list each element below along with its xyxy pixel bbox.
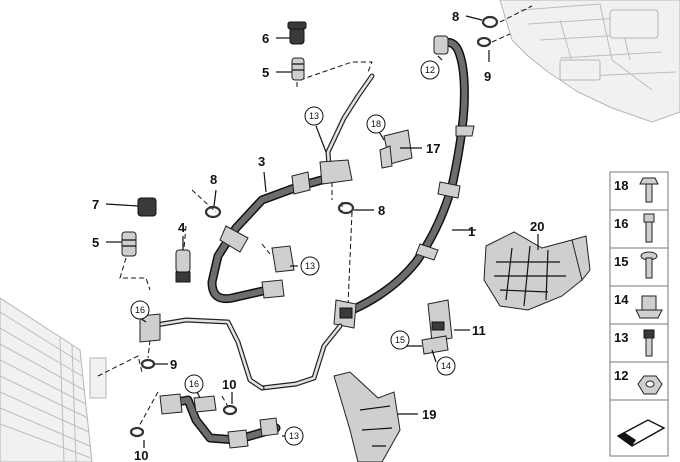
- callout-10-bottom: 10: [134, 448, 148, 462]
- torx-bolt-icon: [640, 251, 658, 279]
- part-5-service-valve-left: [121, 231, 137, 257]
- part-10-seal-rings: [129, 404, 238, 438]
- flange-bolt-icon: [639, 177, 659, 203]
- circled-callouts: 12 13 13 13 14 15 16 16 18: [130, 60, 456, 446]
- callout-19: 19: [422, 407, 436, 422]
- callout-18: 18: [371, 119, 381, 129]
- diagram-reference-arrow-icon: [616, 419, 666, 447]
- callout-14: 14: [441, 361, 451, 371]
- lower-pipes: [139, 313, 281, 449]
- callout-13-bottom: 13: [289, 431, 299, 441]
- hex-nut-icon: [637, 375, 663, 395]
- callout-13-top: 13: [309, 111, 319, 121]
- part-20-heat-shield: [483, 231, 591, 311]
- fastener-legend: 18 16 15 14 13 12: [609, 171, 669, 457]
- legend-label-13: 13: [614, 330, 628, 345]
- condenser-ghost: [0, 297, 107, 462]
- part-19-heat-shield: [333, 371, 401, 462]
- screw-icon: [643, 329, 655, 357]
- part-11-bracket: [421, 299, 453, 355]
- callout-5-left: 5: [92, 235, 99, 250]
- part-17-bracket: [379, 129, 413, 169]
- callout-4: 4: [178, 220, 186, 235]
- legend-label-14: 14: [614, 292, 629, 307]
- callout-7: 7: [92, 197, 99, 212]
- part-4-pressure-sensor: [175, 249, 191, 283]
- callout-9-left: 9: [170, 357, 177, 372]
- part-5-service-valve-top: [291, 57, 305, 81]
- hex-bolt-icon: [643, 213, 655, 243]
- part-3-suction-hose: [207, 73, 375, 304]
- callout-8-top: 8: [452, 9, 459, 24]
- clip-nut-icon: [635, 295, 663, 319]
- callout-10-mid: 10: [222, 377, 236, 392]
- callout-16-left: 16: [135, 305, 145, 315]
- callout-1: 1: [468, 224, 475, 239]
- callout-15: 15: [395, 335, 405, 345]
- part-6-valve-cap: [287, 21, 307, 45]
- part-8-seal-rings: [204, 15, 499, 219]
- hvac-housing-ghost: [499, 0, 680, 123]
- callout-16-bottom: 16: [189, 379, 199, 389]
- legend-label-12: 12: [614, 368, 628, 383]
- part-1-pressure-hose: [259, 35, 475, 391]
- callout-12: 12: [425, 65, 435, 75]
- legend-label-18: 18: [614, 178, 628, 193]
- callout-6: 6: [262, 31, 269, 46]
- callout-8-mid: 8: [378, 203, 385, 218]
- legend-label-16: 16: [614, 216, 628, 231]
- callout-13-mid: 13: [305, 261, 315, 271]
- callout-labels: 1 3 4 5 5 6 7 8 8 8 9 9 10 10 11 17 19 2…: [92, 9, 544, 462]
- part-7-valve-cap: [137, 197, 157, 217]
- callout-3: 3: [258, 154, 265, 169]
- legend-label-15: 15: [614, 254, 628, 269]
- callout-8-left: 8: [210, 172, 217, 187]
- callout-17: 17: [426, 141, 440, 156]
- callout-9-top: 9: [484, 69, 491, 84]
- callout-20: 20: [530, 219, 544, 234]
- callout-5-top: 5: [262, 65, 269, 80]
- assembly-dashes: [97, 5, 533, 429]
- callout-11: 11: [472, 323, 486, 338]
